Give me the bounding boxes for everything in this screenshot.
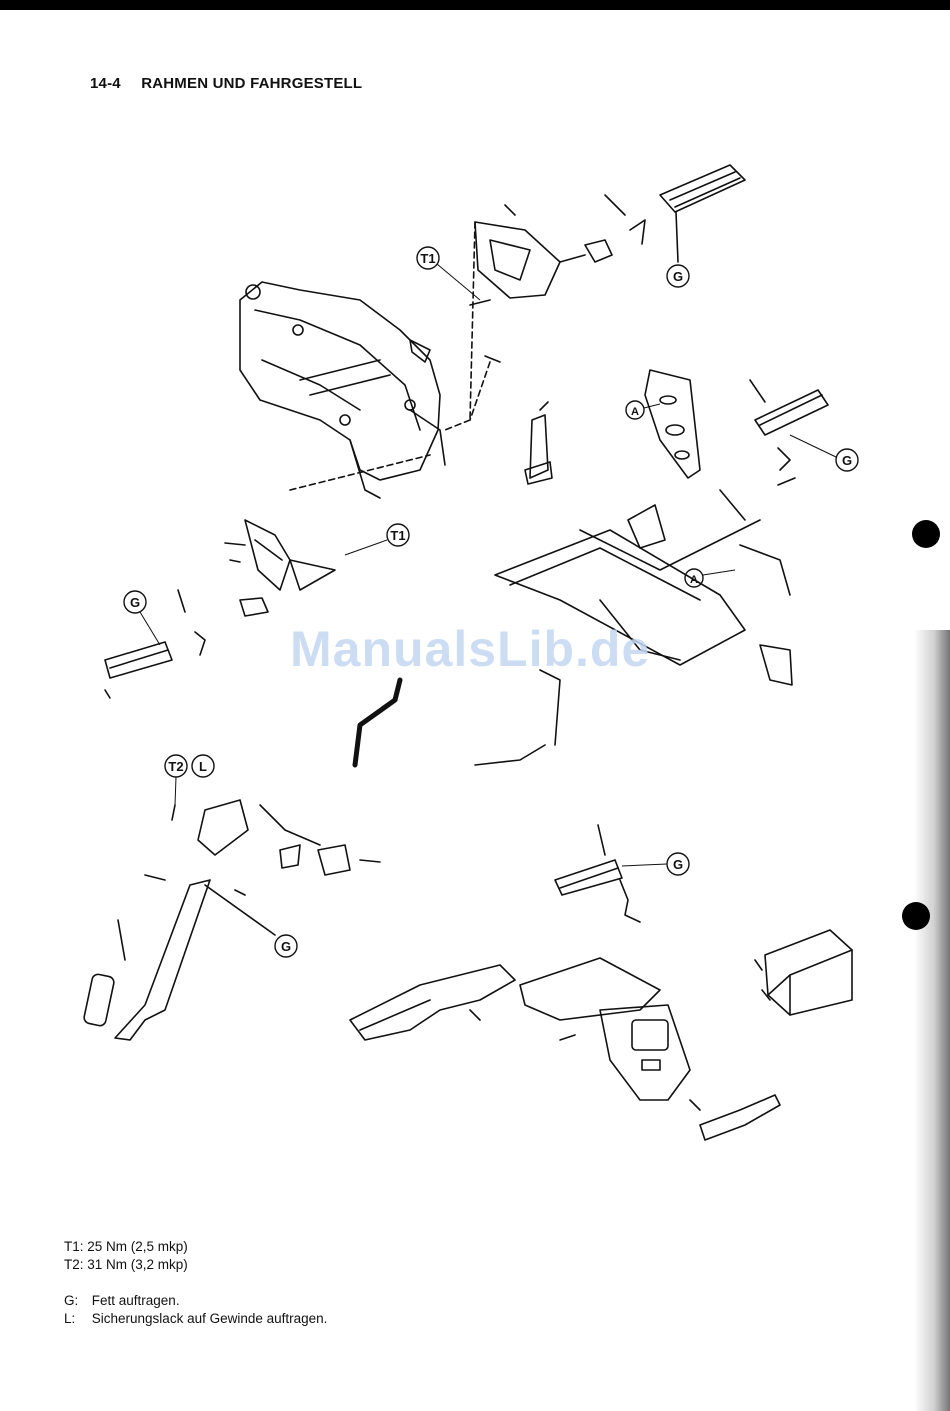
- svg-text:A: A: [690, 574, 698, 586]
- legend-key: G:: [64, 1292, 88, 1310]
- sidestand-switch-part: [525, 402, 552, 484]
- svg-text:G: G: [673, 857, 683, 872]
- left-front-footpeg-part: [105, 590, 205, 698]
- callout-g-top: G: [667, 265, 689, 287]
- sidestand-switch-bracket-part: [172, 800, 380, 875]
- callout-l: L: [192, 755, 214, 777]
- legend-row-l: L: Sicherungslack auf Gewinde auftragen.: [64, 1310, 327, 1328]
- legend-text: 31 Nm (3,2 mkp): [87, 1257, 188, 1272]
- legend-row-t2: T2: 31 Nm (3,2 mkp): [64, 1256, 188, 1274]
- sidestand-part: [83, 875, 275, 1040]
- legend-text: 25 Nm (2,5 mkp): [87, 1239, 188, 1254]
- legend-row-g: G: Fett auftragen.: [64, 1292, 327, 1310]
- tail-light-part: [755, 930, 852, 1015]
- legend-key: T1:: [64, 1239, 84, 1254]
- legend-row-t1: T1: 25 Nm (2,5 mkp): [64, 1238, 188, 1256]
- callout-g-left: G: [124, 591, 160, 645]
- watermark: ManualsLib.de: [290, 620, 650, 678]
- svg-text:G: G: [281, 939, 291, 954]
- legend-key: L:: [64, 1310, 88, 1328]
- rear-fender-part: [520, 958, 690, 1100]
- callout-a-subframe: A: [685, 569, 735, 587]
- svg-text:G: G: [673, 269, 683, 284]
- torque-legend: T1: 25 Nm (2,5 mkp) T2: 31 Nm (3,2 mkp): [64, 1238, 188, 1274]
- svg-text:L: L: [199, 759, 207, 774]
- callout-t1-top: T1: [417, 247, 480, 300]
- left-rear-footpeg-part: [555, 825, 640, 922]
- callout-a-plate: A: [626, 401, 660, 419]
- callout-g-right: G: [790, 435, 858, 471]
- scan-edge-shadow: [914, 630, 950, 1411]
- binding-hole-top: [912, 520, 940, 548]
- legend-text: Fett auftragen.: [92, 1293, 180, 1308]
- callout-g-sidestand: G: [275, 935, 297, 957]
- license-bracket-part: [690, 1095, 780, 1140]
- right-footrest-bracket-part: [445, 205, 612, 430]
- right-front-footpeg-part: [605, 165, 745, 262]
- callout-g-lower-right: G: [622, 853, 689, 875]
- notes-legend: G: Fett auftragen. L: Sicherungslack auf…: [64, 1292, 327, 1328]
- heel-guard-plate-part: [645, 370, 700, 478]
- callout-t2: T2: [165, 755, 187, 805]
- hose-part: [355, 680, 400, 765]
- legend-key: T2:: [64, 1257, 84, 1272]
- bolt-part: [485, 356, 500, 362]
- svg-text:G: G: [130, 595, 140, 610]
- main-frame-part: [240, 282, 445, 498]
- svg-text:A: A: [631, 406, 639, 418]
- svg-text:T1: T1: [420, 251, 435, 266]
- svg-text:T1: T1: [390, 528, 405, 543]
- svg-text:T2: T2: [168, 759, 183, 774]
- legend-text: Sicherungslack auf Gewinde auftragen.: [92, 1311, 328, 1326]
- callout-t1-middle: T1: [345, 524, 409, 555]
- svg-text:G: G: [842, 453, 852, 468]
- under-tray-part: [350, 965, 515, 1040]
- right-rear-footpeg-part: [750, 380, 828, 485]
